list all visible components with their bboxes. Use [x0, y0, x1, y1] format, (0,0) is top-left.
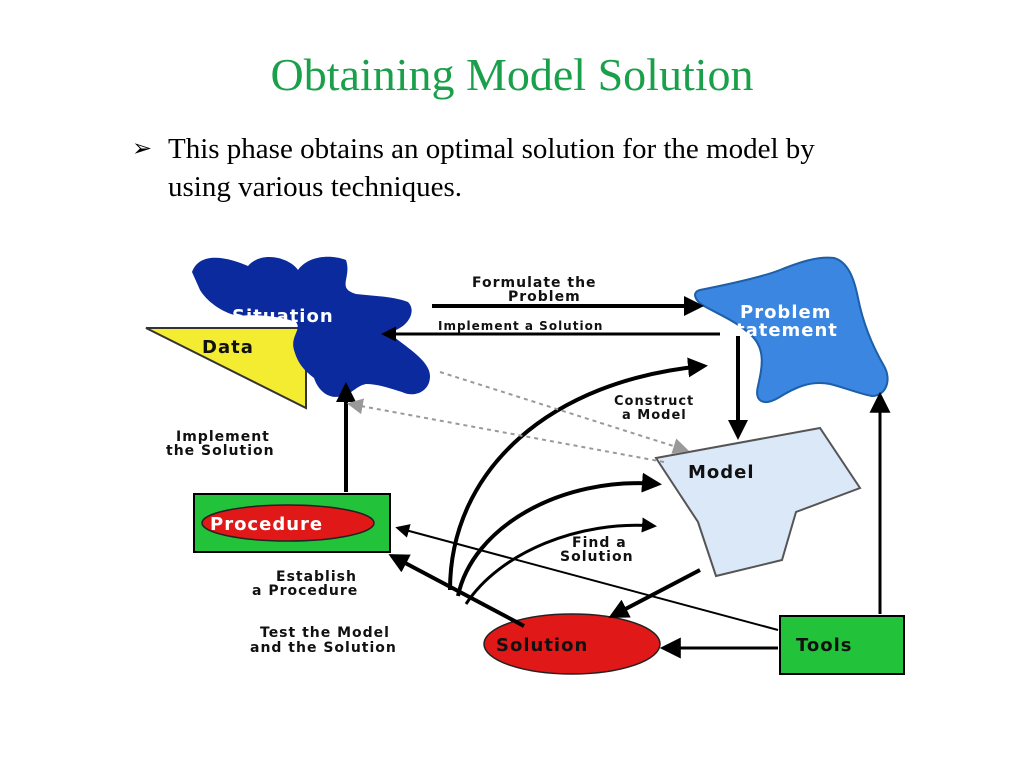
problem-label-line2: Statement	[722, 320, 838, 341]
situation-label: Situation	[232, 306, 334, 327]
model-shape	[654, 426, 862, 578]
arrow-dotted-model-situation	[346, 398, 665, 463]
arrow-curve-to-problem	[448, 357, 708, 591]
test-label-line1: Test the Model	[260, 625, 390, 641]
bullet-arrow-icon: ➢	[132, 136, 153, 162]
formulate-label-line2: Problem	[508, 289, 581, 305]
construct-label-line2: a Model	[622, 408, 687, 423]
arrow-dotted-situation-model	[439, 371, 690, 454]
implement-a-solution-label: Implement a Solution	[438, 319, 603, 333]
arrow-tools-to-procedure	[395, 524, 779, 631]
find-solution-label-line2: Solution	[560, 549, 634, 565]
tools-label: Tools	[796, 635, 853, 656]
problem-statement-shape	[694, 256, 889, 403]
arrow-curve-to-model-lower	[464, 517, 657, 605]
implement-solution-label-line2: the Solution	[166, 443, 275, 459]
arrow-find-solution	[608, 568, 701, 618]
situation-shape	[192, 256, 430, 397]
solution-label: Solution	[496, 635, 588, 656]
tools-box	[779, 615, 905, 675]
establish-label-line2: a Procedure	[252, 583, 358, 599]
test-label-line2: and the Solution	[250, 640, 397, 656]
data-label: Data	[202, 337, 254, 358]
problem-label-line1: Problem	[740, 302, 831, 323]
bullet-point: ➢ This phase obtains an optimal solution…	[132, 130, 832, 206]
slide-title: Obtaining Model Solution	[270, 49, 754, 100]
implement-solution-label-line1: Implement	[176, 429, 270, 445]
arrow-curve-to-model	[456, 472, 662, 597]
model-label: Model	[688, 462, 755, 483]
procedure-ellipse	[201, 504, 375, 542]
construct-label-line1: Construct	[614, 394, 694, 409]
find-solution-label-line1: Find a	[572, 535, 627, 551]
bullet-text: This phase obtains an optimal solution f…	[168, 133, 815, 203]
establish-label-line1: Establish	[276, 569, 357, 585]
procedure-label: Procedure	[210, 514, 323, 535]
formulate-label-line1: Formulate the	[472, 275, 597, 291]
